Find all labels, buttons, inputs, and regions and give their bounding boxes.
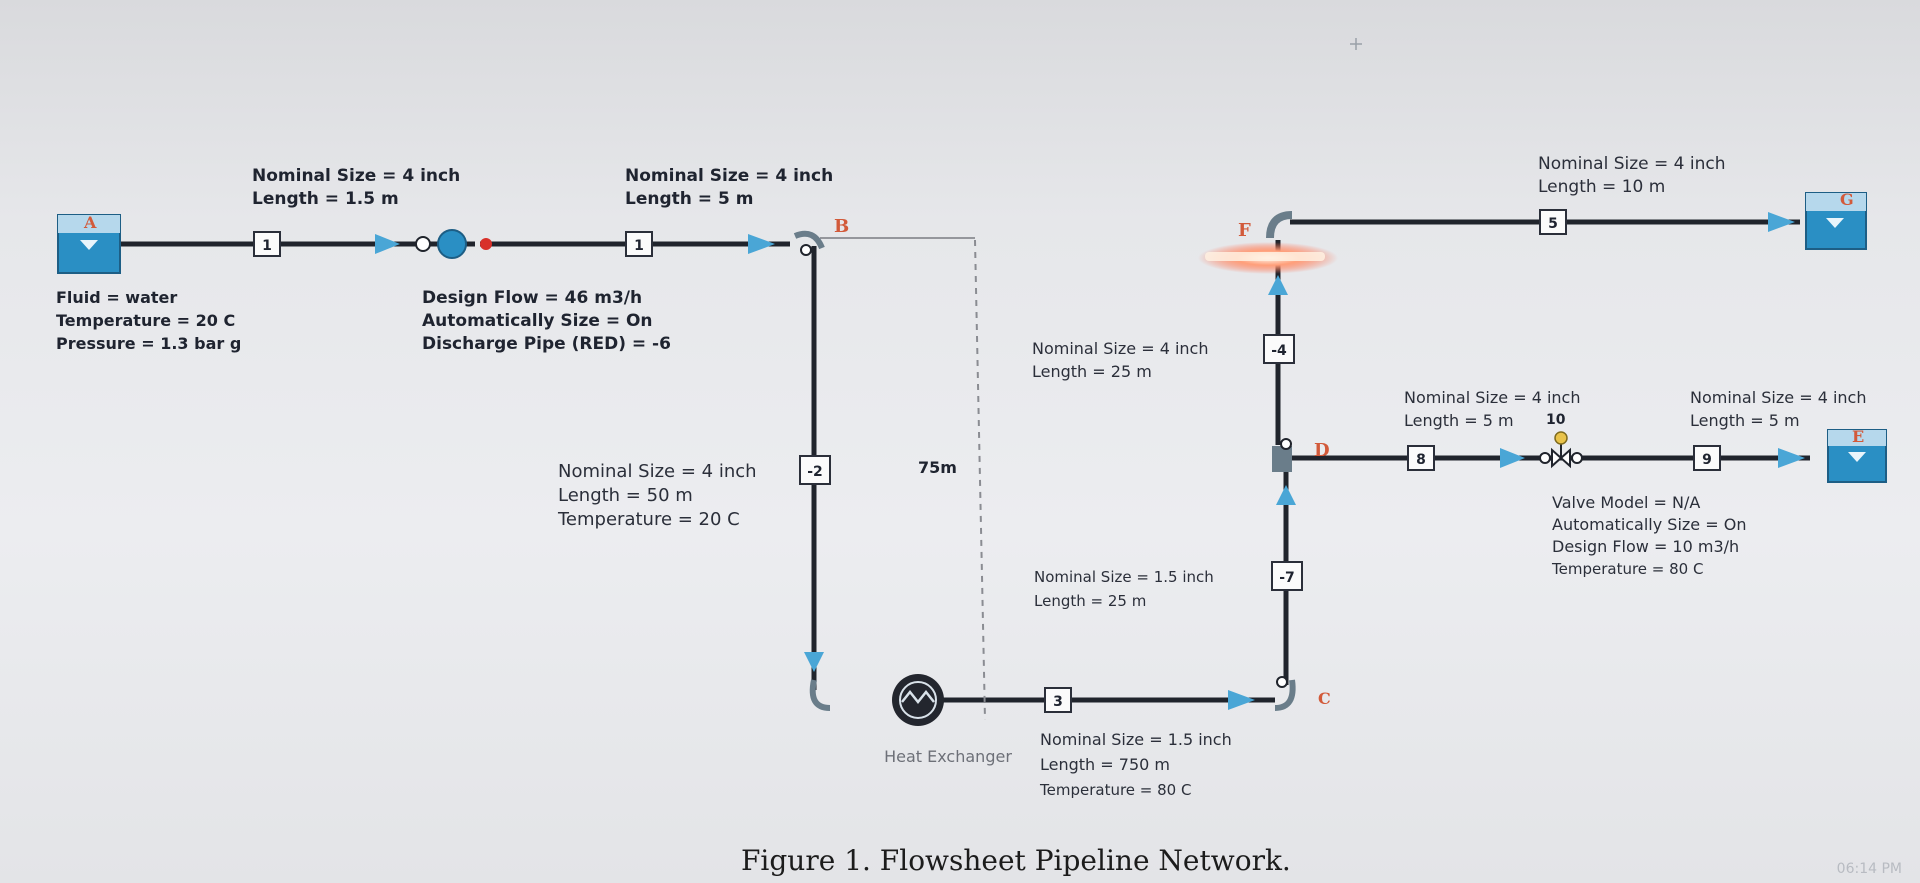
svg-text:Nominal Size = 4 inch: Nominal Size = 4 inch	[252, 166, 460, 186]
tank-e[interactable]: E	[1827, 427, 1887, 483]
flow-arrow-5	[1768, 212, 1795, 232]
svg-text:Nominal Size = 4 inch: Nominal Size = 4 inch	[558, 461, 757, 482]
annotation-pipe3: Nominal Size = 1.5 inch Length = 750 m T…	[1039, 730, 1232, 799]
svg-text:10: 10	[1546, 412, 1566, 428]
svg-text:Nominal Size = 1.5 inch: Nominal Size = 1.5 inch	[1034, 568, 1214, 586]
svg-text:Design Flow = 46 m3/h: Design Flow = 46 m3/h	[422, 288, 642, 308]
segment-8[interactable]: 8	[1407, 445, 1435, 471]
flow-arrow-4	[1268, 275, 1288, 295]
svg-text:-4: -4	[1271, 343, 1287, 359]
svg-text:Length = 5 m: Length = 5 m	[1404, 411, 1514, 430]
svg-text:Automatically Size = On: Automatically Size = On	[422, 311, 653, 331]
svg-text:Valve Model = N/A: Valve Model = N/A	[1552, 493, 1700, 512]
flow-arrow-3	[1228, 690, 1255, 710]
svg-text:Length = 10 m: Length = 10 m	[1538, 177, 1665, 197]
svg-text:Discharge Pipe (RED) = -6: Discharge Pipe (RED) = -6	[422, 334, 671, 354]
annotation-pipe5: Nominal Size = 4 inch Length = 10 m	[1538, 154, 1726, 197]
svg-text:8: 8	[1416, 452, 1426, 468]
segment-1b[interactable]: 1	[625, 231, 653, 257]
node-a-label: A	[83, 213, 97, 232]
svg-text:Nominal Size = 4 inch: Nominal Size = 4 inch	[1032, 339, 1208, 358]
segment-7[interactable]: -7	[1271, 561, 1303, 591]
segment-4[interactable]: -4	[1263, 334, 1295, 364]
junction-hx-elbow[interactable]	[809, 679, 831, 711]
annotation-pipe1: Nominal Size = 4 inch Length = 1.5 m	[252, 166, 460, 209]
svg-text:1: 1	[634, 238, 644, 254]
segment-5[interactable]: 5	[1539, 209, 1567, 235]
node-c-label: C	[1318, 689, 1331, 708]
annotation-valve: Valve Model = N/A Automatically Size = O…	[1551, 493, 1746, 578]
taskbar-clock: 06:14 PM	[1836, 861, 1902, 877]
svg-text:Nominal Size = 4 inch: Nominal Size = 4 inch	[1404, 388, 1580, 407]
svg-text:Length = 5 m: Length = 5 m	[1690, 411, 1800, 430]
junction-c[interactable]	[1274, 679, 1296, 711]
height-label-75m: 75m	[918, 458, 957, 477]
pipes	[120, 219, 1810, 721]
height-dashed-line	[974, 239, 986, 721]
svg-text:1: 1	[262, 238, 272, 254]
svg-text:Length = 25 m: Length = 25 m	[1032, 362, 1152, 381]
flow-arrow-8	[1500, 448, 1525, 468]
flow-arrows	[748, 212, 1805, 710]
figure-caption: Figure 1. Flowsheet Pipeline Network.	[741, 844, 1291, 877]
flow-arrow-7	[1276, 485, 1296, 505]
svg-text:Temperature = 80 C: Temperature = 80 C	[1551, 560, 1703, 578]
tank-g[interactable]: G	[1805, 190, 1867, 250]
segment-boxes: 1 1 -2 3 -4 5 -7 8 9	[253, 209, 1721, 713]
svg-text:Design Flow = 10 m3/h: Design Flow = 10 m3/h	[1552, 537, 1739, 556]
node-d-label: D	[1314, 440, 1330, 461]
pump[interactable]	[375, 229, 492, 259]
svg-text:Nominal Size = 4 inch: Nominal Size = 4 inch	[1690, 388, 1866, 407]
annotation-pipe4: Nominal Size = 4 inch Length = 25 m	[1032, 339, 1208, 381]
annotation-pipe1b: Nominal Size = 4 inch Length = 5 m	[625, 166, 833, 209]
svg-text:Fluid = water: Fluid = water	[56, 288, 177, 307]
crosshair-cursor-icon	[1350, 38, 1362, 50]
svg-text:5: 5	[1548, 216, 1558, 232]
node-e-label: E	[1852, 427, 1864, 446]
annotation-pump: Design Flow = 46 m3/h Automatically Size…	[422, 288, 671, 354]
segment-1a[interactable]: 1	[253, 231, 281, 257]
svg-text:Temperature = 20 C: Temperature = 20 C	[56, 311, 235, 330]
svg-text:Length = 5 m: Length = 5 m	[625, 189, 753, 209]
annotation-pipe7: Nominal Size = 1.5 inch Length = 25 m	[1034, 568, 1214, 610]
segment-9[interactable]: 9	[1693, 445, 1721, 471]
svg-text:Nominal Size = 4 inch: Nominal Size = 4 inch	[1538, 154, 1726, 174]
flow-arrow-9	[1778, 448, 1805, 468]
flow-arrow-2	[804, 652, 824, 672]
svg-text:-2: -2	[807, 464, 823, 480]
svg-text:9: 9	[1702, 452, 1712, 468]
flow-arrow-1b	[748, 234, 775, 254]
node-b-label: B	[834, 216, 849, 237]
annotation-pipe8: Nominal Size = 4 inch Length = 5 m 10	[1404, 388, 1580, 430]
control-valve[interactable]	[1539, 431, 1583, 469]
svg-text:Automatically Size = On: Automatically Size = On	[1552, 515, 1746, 534]
junction-b[interactable]	[793, 230, 825, 250]
svg-text:Length = 1.5 m: Length = 1.5 m	[252, 189, 399, 209]
tank-a[interactable]: A	[57, 213, 121, 274]
svg-text:Temperature = 80 C: Temperature = 80 C	[1039, 781, 1191, 799]
annotation-fluid: Fluid = water Temperature = 20 C Pressur…	[56, 288, 241, 353]
svg-text:Length = 25 m: Length = 25 m	[1034, 592, 1146, 610]
node-f-label: F	[1238, 220, 1251, 241]
svg-text:Nominal Size = 4 inch: Nominal Size = 4 inch	[625, 166, 833, 186]
svg-text:Nominal Size = 1.5 inch: Nominal Size = 1.5 inch	[1040, 730, 1232, 749]
heat-exchanger[interactable]	[892, 674, 944, 726]
junction-f[interactable]	[1266, 211, 1293, 239]
junctions	[793, 211, 1296, 711]
node-g-label: G	[1840, 190, 1854, 209]
svg-text:Length = 750 m: Length = 750 m	[1040, 755, 1170, 774]
heat-exchanger-label: Heat Exchanger	[884, 747, 1012, 766]
segment-2[interactable]: -2	[799, 455, 831, 485]
svg-text:Temperature = 20 C: Temperature = 20 C	[557, 509, 740, 530]
annotation-pipe2: Nominal Size = 4 inch Length = 50 m Temp…	[557, 461, 757, 530]
svg-text:Length = 50 m: Length = 50 m	[558, 485, 693, 506]
junction-d[interactable]	[1272, 446, 1292, 472]
svg-text:Pressure = 1.3 bar g: Pressure = 1.3 bar g	[56, 334, 241, 353]
svg-text:-7: -7	[1279, 570, 1295, 586]
segment-3[interactable]: 3	[1044, 687, 1072, 713]
annotation-pipe9: Nominal Size = 4 inch Length = 5 m	[1690, 388, 1866, 430]
svg-text:3: 3	[1053, 694, 1063, 710]
